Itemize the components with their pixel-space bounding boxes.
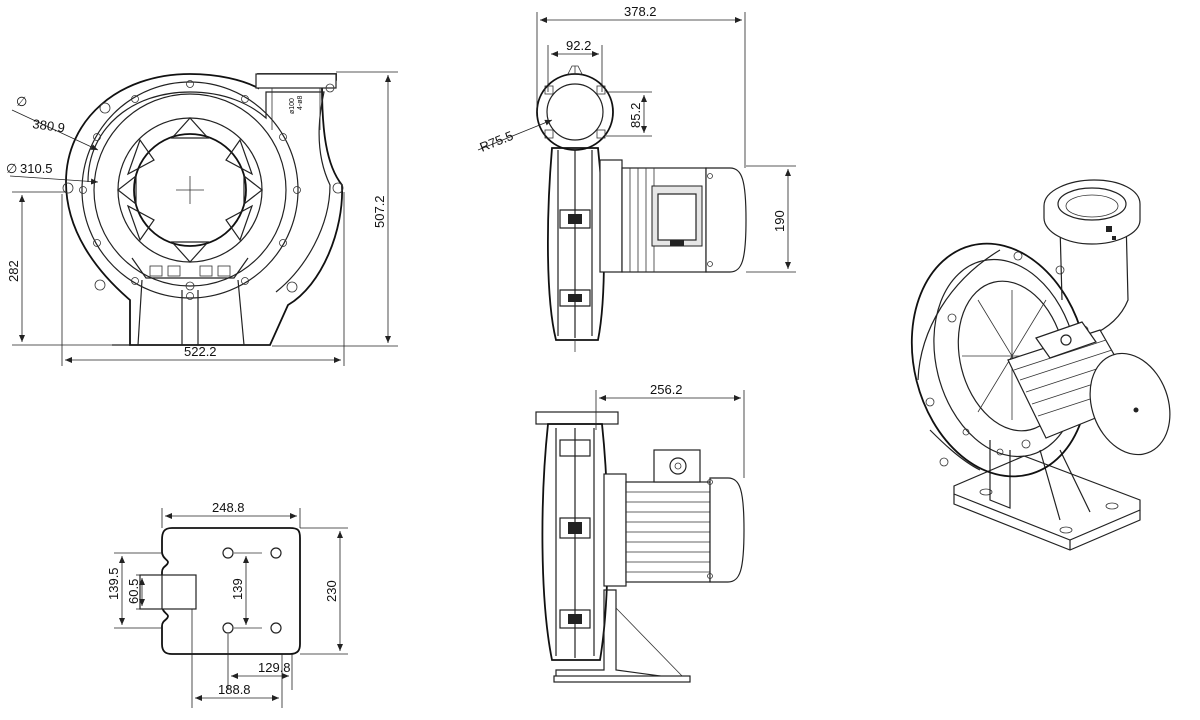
flange-height-label: 85.2 <box>628 103 643 128</box>
lower-pedestal <box>555 589 691 681</box>
inlet-circle <box>133 133 247 247</box>
iso-fan-cover <box>1089 352 1171 456</box>
outlet-flange <box>255 73 337 89</box>
slot-cutout <box>139 574 197 610</box>
lower-motor-flange <box>603 473 627 587</box>
motor-height-label: 190 <box>772 210 787 232</box>
base-plate <box>161 527 301 655</box>
inner-diameter-label: 310.5 <box>20 161 53 176</box>
pedestal <box>112 279 270 346</box>
motor-flange <box>599 159 623 273</box>
impeller-bracket <box>131 257 249 279</box>
plate-height-label: 230 <box>324 580 339 602</box>
hole-spacing-v-label: 139 <box>230 578 245 600</box>
hole-bottom-left <box>222 622 234 634</box>
iso-terminal-box <box>1035 321 1097 359</box>
hole-bottom-right <box>270 622 282 634</box>
lower-side-view: 256.2 <box>535 382 745 683</box>
lower-terminal-box <box>653 449 701 483</box>
lower-fan-cover <box>709 477 745 583</box>
offset-b-label: 60.5 <box>126 579 141 604</box>
hole-top-right <box>270 547 282 559</box>
plate-width-label: 248.8 <box>212 500 245 515</box>
axis-height-label: 282 <box>6 260 21 282</box>
side-length-label: 378.2 <box>624 4 657 19</box>
flange-width-label: 92.2 <box>566 38 591 53</box>
total-width-label: 522.2 <box>184 344 217 359</box>
impeller-spokes <box>117 117 263 263</box>
iso-outlet-flange <box>1043 179 1141 245</box>
isometric-view <box>910 179 1171 551</box>
motor-fan-cover <box>705 167 747 273</box>
outer-diameter-label: 380.9 <box>32 116 66 135</box>
diameter-symbol: ∅ <box>16 94 27 109</box>
housing-ring <box>93 93 287 287</box>
bolt-holes <box>62 80 344 300</box>
volute-outline <box>65 73 343 346</box>
hole-spacing-h-label: 129.8 <box>258 660 291 675</box>
outlet-label-1: ø100 <box>289 98 296 114</box>
side-housing <box>547 147 605 341</box>
side-view: 378.2 92.2 85.2 R75.5 190 <box>478 4 796 352</box>
front-view: ø100 4-ø8 ∅ 380.9 ∅ 310.5 282 507.2 522.… <box>6 71 398 366</box>
top-flange <box>535 411 619 425</box>
lower-motor-fins <box>626 491 710 573</box>
lower-length-label: 256.2 <box>650 382 683 397</box>
total-height-label: 507.2 <box>372 195 387 228</box>
hole-top-left <box>222 547 234 559</box>
diameter-symbol-2: ∅ <box>6 161 17 176</box>
edge-offset-label: 188.8 <box>218 682 251 697</box>
bracket-bolts <box>149 265 231 291</box>
volute-inner <box>87 91 331 293</box>
housing-ring-outer <box>81 81 299 299</box>
radius-label: R75.5 <box>478 128 516 155</box>
offset-a-label: 139.5 <box>106 567 121 600</box>
base-plate-view: 248.8 230 139.5 60.5 139 129.8 188.8 <box>106 500 348 708</box>
outlet-label-2: 4-ø8 <box>297 96 304 111</box>
